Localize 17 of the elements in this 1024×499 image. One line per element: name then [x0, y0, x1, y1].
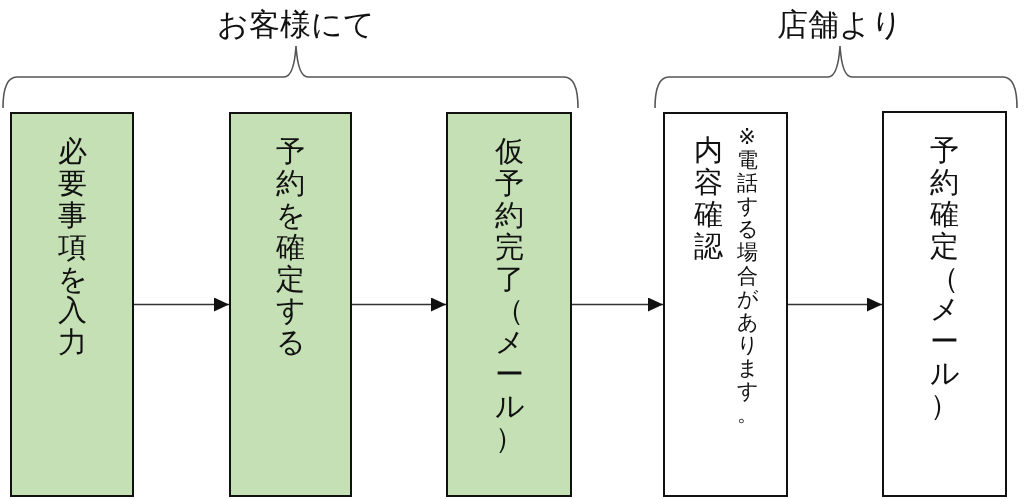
- process-box: [229, 112, 352, 497]
- step-label: 仮予約完了（メール）: [494, 136, 524, 455]
- process-box: [10, 112, 134, 497]
- step-label: 必要事項を入力: [57, 136, 87, 360]
- process-box: [446, 112, 572, 497]
- arrow: [351, 297, 447, 312]
- step-label: 予約を確定する: [276, 136, 305, 360]
- arrow: [571, 297, 664, 312]
- process-box: [663, 112, 788, 497]
- group-heading: お客様にて: [217, 7, 375, 42]
- arrow: [133, 297, 230, 312]
- process-box: [882, 111, 1007, 497]
- arrow: [787, 297, 883, 312]
- step-label: 予約確定（メール）: [930, 135, 959, 422]
- note-text: ※電話する場合があります。: [736, 126, 758, 427]
- step-label: 内容確認: [693, 135, 723, 263]
- group-heading: 店舗より: [777, 7, 903, 42]
